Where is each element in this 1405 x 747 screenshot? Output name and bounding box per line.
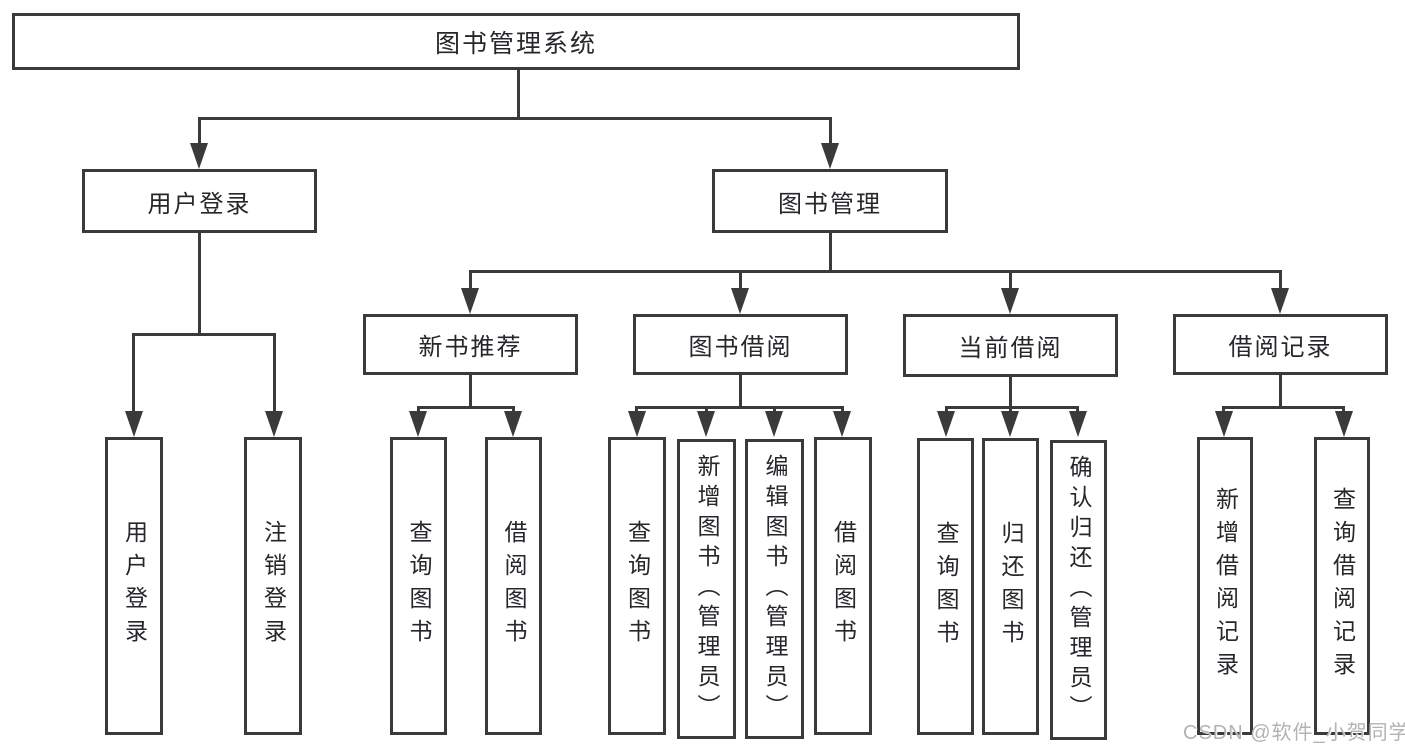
tree-connector-line	[635, 406, 843, 409]
tree-connector-line	[517, 70, 520, 120]
leaf-add-borrow-record: 新增借阅记录	[1197, 437, 1253, 735]
arrow-down-icon	[937, 411, 955, 437]
arrow-down-icon	[125, 411, 143, 437]
arrow-down-icon	[765, 411, 783, 437]
tree-connector-line	[417, 406, 420, 414]
arrow-down-icon	[1069, 411, 1087, 437]
tree-connector-line	[469, 270, 1282, 273]
node-current-borrow: 当前借阅	[903, 314, 1118, 377]
arrow-down-icon	[190, 143, 208, 169]
tree-connector-line	[1279, 375, 1282, 408]
tree-connector-line	[1076, 406, 1079, 414]
leaf-user-login: 用户登录	[105, 437, 163, 735]
arrow-down-icon	[265, 411, 283, 437]
tree-connector-line	[512, 406, 515, 414]
tree-connector-line	[1279, 270, 1282, 292]
arrow-down-icon	[1001, 411, 1019, 437]
leaf-borrow-book-2: 借阅图书	[814, 437, 872, 735]
arrow-down-icon	[1335, 411, 1353, 437]
watermark: CSDN @软件_小贺同学	[1183, 722, 1405, 744]
arrow-down-icon	[1271, 288, 1289, 314]
tree-connector-line	[773, 406, 776, 414]
leaf-edit-book-admin: 编辑图书（管理员）	[745, 439, 804, 739]
leaf-query-book-1: 查询图书	[390, 437, 447, 735]
arrow-down-icon	[461, 288, 479, 314]
tree-connector-line	[198, 117, 832, 120]
tree-connector-line	[1222, 406, 1345, 409]
tree-connector-line	[469, 270, 472, 292]
tree-connector-line	[705, 406, 708, 414]
arrow-down-icon	[1001, 288, 1019, 314]
tree-connector-line	[198, 117, 201, 147]
node-root: 图书管理系统	[12, 13, 1020, 70]
tree-connector-line	[1222, 406, 1225, 414]
arrow-down-icon	[628, 411, 646, 437]
tree-connector-line	[739, 375, 742, 408]
tree-connector-line	[1009, 406, 1012, 414]
node-borrow-record: 借阅记录	[1173, 314, 1388, 375]
node-user-login: 用户登录	[82, 169, 317, 233]
tree-connector-line	[469, 375, 472, 408]
tree-connector-line	[132, 333, 276, 336]
tree-connector-line	[198, 233, 201, 336]
leaf-borrow-book-1: 借阅图书	[485, 437, 542, 735]
node-new-book-recommend: 新书推荐	[363, 314, 578, 375]
tree-connector-line	[829, 117, 832, 147]
leaf-query-book-3: 查询图书	[917, 438, 974, 735]
leaf-logout: 注销登录	[244, 437, 302, 735]
arrow-down-icon	[731, 288, 749, 314]
tree-connector-line	[945, 406, 1079, 409]
tree-connector-line	[739, 270, 742, 292]
tree-connector-line	[1009, 270, 1012, 292]
arrow-down-icon	[1215, 411, 1233, 437]
node-book-borrow: 图书借阅	[633, 314, 848, 375]
leaf-confirm-return-admin: 确认归还（管理员）	[1050, 440, 1107, 740]
arrow-down-icon	[409, 411, 427, 437]
arrow-down-icon	[504, 411, 522, 437]
tree-connector-line	[1342, 406, 1345, 414]
leaf-query-book-2: 查询图书	[608, 437, 666, 735]
leaf-return-book: 归还图书	[982, 438, 1039, 735]
tree-connector-line	[417, 406, 515, 409]
tree-connector-line	[635, 406, 638, 414]
tree-connector-line	[273, 333, 276, 415]
tree-connector-line	[945, 406, 948, 414]
leaf-add-book-admin: 新增图书（管理员）	[677, 439, 736, 739]
tree-connector-line	[1009, 377, 1012, 408]
tree-connector-line	[132, 333, 135, 415]
node-book-management: 图书管理	[712, 169, 948, 233]
arrow-down-icon	[821, 143, 839, 169]
leaf-query-borrow-record: 查询借阅记录	[1314, 437, 1370, 735]
tree-connector-line	[829, 233, 832, 273]
arrow-down-icon	[833, 411, 851, 437]
arrow-down-icon	[697, 411, 715, 437]
tree-connector-line	[841, 406, 844, 414]
